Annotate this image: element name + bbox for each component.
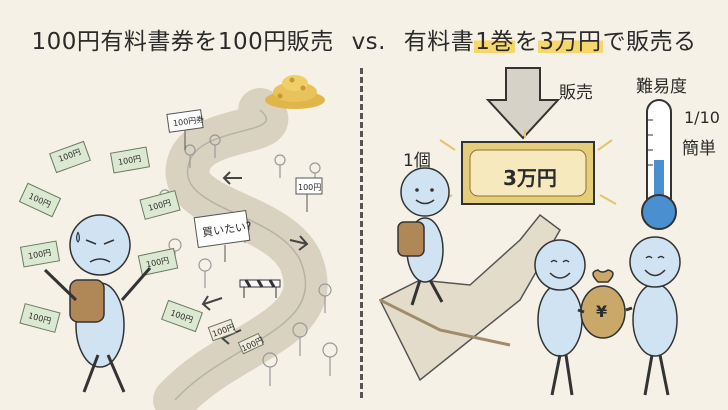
backpack <box>397 221 425 257</box>
title-right-c: を <box>514 29 539 55</box>
backpack <box>69 279 105 323</box>
page-title: 100円有料書券を100円販売 vs. 有料書1巻を3万円で販売る <box>0 22 728 56</box>
title-right-e: で販売る <box>602 29 697 55</box>
sell-label: 販売 <box>559 83 593 103</box>
sign-bill-label: 100円 <box>298 183 322 192</box>
walker-figure <box>397 167 450 306</box>
down-arrow-icon <box>485 67 561 140</box>
flying-bills <box>18 140 265 355</box>
center-divider <box>360 68 363 398</box>
difficulty-title: 難易度 <box>636 77 687 97</box>
price-label: 3万円 <box>503 166 557 190</box>
thermometer-icon <box>641 99 677 230</box>
gold-coin-pile <box>265 75 325 109</box>
sign-boards <box>166 109 323 262</box>
count-label: 1個 <box>403 151 431 171</box>
difficulty-fraction: 1/10 <box>684 108 720 127</box>
cliff-path <box>378 213 561 382</box>
title-right-a: 有料書 <box>403 29 475 55</box>
yen-symbol: ¥ <box>596 302 608 321</box>
stressed-figure <box>43 214 152 393</box>
price-bill <box>435 130 617 206</box>
road-barrier <box>239 279 281 298</box>
title-right-volume: 1巻 <box>474 29 515 55</box>
difficulty-value: 簡単 <box>682 139 716 159</box>
title-vs: vs. <box>351 29 386 55</box>
title-right-price: 3万円 <box>538 29 603 55</box>
cliff-edge <box>379 298 511 347</box>
exchanging-figures <box>534 236 681 396</box>
title-left: 100円有料書券を100円販売 <box>31 29 334 55</box>
